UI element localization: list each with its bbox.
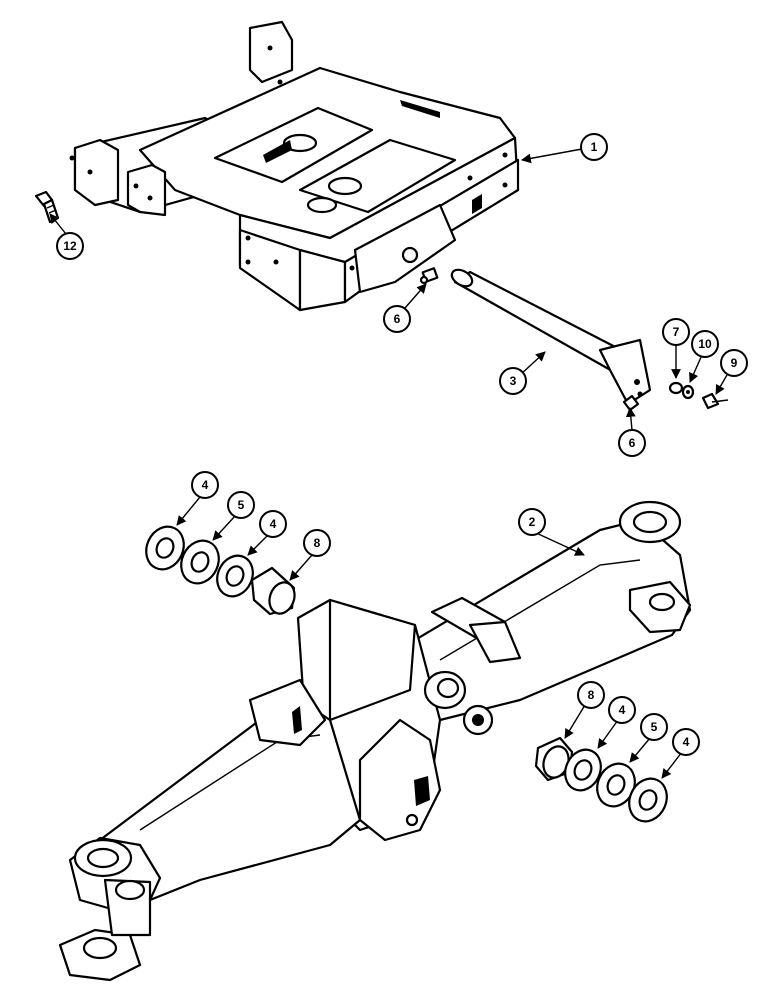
left-bushing bbox=[250, 566, 296, 616]
svg-text:9: 9 bbox=[731, 356, 738, 370]
svg-text:1: 1 bbox=[591, 140, 598, 154]
right-thrust-washers bbox=[564, 748, 668, 823]
svg-text:12: 12 bbox=[63, 239, 77, 253]
front-support-frame bbox=[69, 20, 520, 312]
callout-6-lower: 6 bbox=[618, 429, 646, 457]
svg-text:4: 4 bbox=[270, 517, 277, 531]
bolt-12 bbox=[34, 190, 60, 224]
callout-6-upper: 6 bbox=[383, 305, 411, 333]
callout-8-right: 8 bbox=[577, 681, 605, 709]
callout-4-right-outer: 4 bbox=[672, 728, 700, 756]
svg-text:8: 8 bbox=[314, 536, 321, 550]
leader-lines bbox=[49, 148, 728, 779]
svg-text:6: 6 bbox=[629, 436, 636, 450]
grease-fitting-upper bbox=[419, 267, 439, 285]
callout-1: 1 bbox=[580, 133, 608, 161]
pivot-pin bbox=[450, 268, 652, 406]
svg-text:2: 2 bbox=[529, 515, 536, 529]
callout-8-left: 8 bbox=[303, 529, 331, 557]
svg-text:3: 3 bbox=[510, 374, 517, 388]
callout-7: 7 bbox=[662, 318, 690, 346]
left-thrust-washers bbox=[145, 525, 254, 598]
svg-text:5: 5 bbox=[651, 720, 658, 734]
svg-text:6: 6 bbox=[394, 312, 401, 326]
callout-3: 3 bbox=[499, 367, 527, 395]
callout-9: 9 bbox=[720, 349, 748, 377]
svg-text:4: 4 bbox=[683, 735, 690, 749]
svg-text:4: 4 bbox=[619, 703, 626, 717]
callout-4-right-inner: 4 bbox=[608, 696, 636, 724]
svg-text:7: 7 bbox=[673, 325, 680, 339]
callout-5-left: 5 bbox=[227, 491, 255, 519]
callout-2: 2 bbox=[518, 508, 546, 536]
front-axle-beam bbox=[58, 500, 692, 982]
svg-text:8: 8 bbox=[588, 688, 595, 702]
callout-10: 10 bbox=[691, 330, 719, 358]
svg-text:10: 10 bbox=[698, 337, 712, 351]
callout-4-left-inner: 4 bbox=[259, 510, 287, 538]
callout-5-right: 5 bbox=[640, 713, 668, 741]
svg-text:4: 4 bbox=[202, 478, 209, 492]
callout-12: 12 bbox=[56, 232, 84, 260]
callout-4-left-outer: 4 bbox=[191, 471, 219, 499]
svg-text:5: 5 bbox=[238, 498, 245, 512]
